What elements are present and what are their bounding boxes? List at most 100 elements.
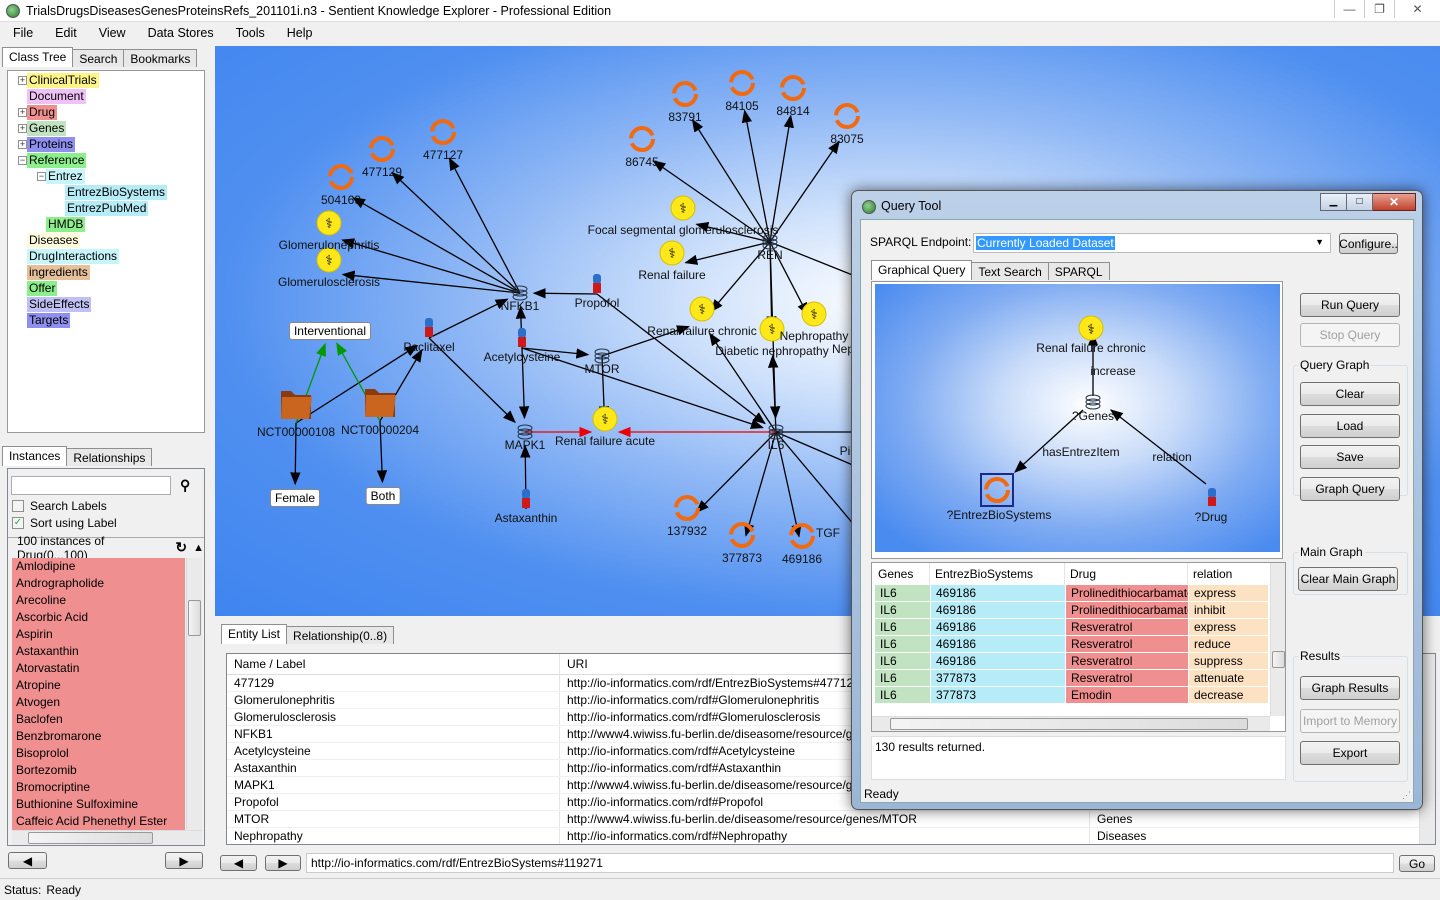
col-drug[interactable]: Drug [1064,563,1187,585]
dropdown-arrow-icon[interactable]: ▼ [1315,237,1324,247]
value-node[interactable]: Interventional [288,322,372,340]
tree-expander-icon[interactable]: + [18,123,27,133]
pathway-node-label[interactable]: 477129 [361,165,403,179]
disease-node-label[interactable]: Renal failure acute [554,434,656,448]
back-button[interactable]: ◀ [220,855,257,871]
resize-grip-icon[interactable]: ⋰ [1402,790,1411,800]
pathway-node-label[interactable]: 504169 [320,193,362,207]
instance-item[interactable]: Buthionine Sulfoximine [12,796,185,813]
partial-node-label[interactable]: Nep [831,342,855,356]
tree-item-ingredients[interactable]: ingredients [27,265,90,280]
qt-close-button[interactable]: ✕ [1373,193,1416,211]
tree-item-proteins[interactable]: Proteins [27,137,76,152]
col-entrez[interactable]: EntrezBioSystems [929,563,1064,585]
disease-node-icon[interactable]: ⚕ [316,210,342,236]
tab-search[interactable]: Search [72,49,125,67]
tab-class-tree[interactable]: Class Tree [2,47,74,67]
graph-edge[interactable] [290,422,301,486]
search-labels-checkbox[interactable] [12,500,24,512]
instance-item[interactable]: Atorvastatin [12,660,185,677]
pathway-node-icon[interactable] [834,103,860,129]
instance-item[interactable]: Bisoprolol [12,745,185,762]
value-node[interactable]: Female [269,489,321,507]
pathway-node-icon[interactable] [789,523,815,549]
drug-node-label[interactable]: Propofol [574,296,620,310]
disease-node-icon[interactable]: ⚕ [670,195,696,221]
disease-node-icon[interactable]: ⚕ [592,406,618,432]
graph-edge[interactable] [428,298,509,339]
graph-edge[interactable] [775,431,856,527]
graph-edge[interactable] [521,347,590,359]
graph-edge[interactable] [428,337,516,424]
menu-view[interactable]: View [98,26,126,40]
tree-item-sideeffects[interactable]: SideEffects [27,297,92,312]
tree-expander-icon[interactable]: − [18,155,27,165]
results-v-scrollbar[interactable] [1270,563,1285,716]
instances-scrollbar[interactable] [186,558,202,830]
restore-button[interactable]: ❐ [1364,0,1394,18]
tree-item-druginteractions[interactable]: DrugInteractions [27,249,120,264]
tree-item-reference[interactable]: Reference [27,153,87,168]
partial-node-label[interactable]: TGF [816,526,840,540]
search-icon[interactable]: ⚲ [180,477,191,493]
graph-edge[interactable] [769,241,809,316]
pathway-node-icon[interactable] [672,81,698,107]
graph-edge[interactable] [769,140,840,243]
graph-edge[interactable] [652,160,771,243]
tree-item-clinicaltrials[interactable]: ClinicalTrials [27,73,99,88]
gene-node-icon[interactable] [512,285,528,301]
tree-item-genes[interactable]: Genes [27,121,67,136]
pathway-node-icon[interactable] [328,164,354,190]
trial-node-label[interactable]: NCT00000204 [340,423,420,437]
query-node-genes[interactable]: ?Genes [1071,409,1115,423]
disease-node-label[interactable]: Nephropathy [779,329,849,343]
disease-node-icon[interactable]: ⚕ [689,296,715,322]
address-input[interactable] [306,853,1394,873]
save-button[interactable]: Save [1300,445,1400,469]
drug-capsule-icon[interactable] [593,274,601,293]
tree-item-hmdb[interactable]: HMDB [46,217,86,232]
tab-relationship[interactable]: Relationship(0..8) [286,626,395,644]
sort-label-checkbox[interactable]: ✓ [12,517,24,529]
disease-node-label[interactable]: Renal failure chronic [647,324,757,338]
tree-item-targets[interactable]: Targets [27,313,71,328]
drug-node-label[interactable]: Acetylcysteine [483,350,561,364]
query-node-entrez[interactable]: ?EntrezBioSystems [946,508,1052,522]
graph-edge[interactable] [769,114,794,243]
configure-button[interactable]: Configure.. [1339,233,1398,254]
drug-capsule-icon[interactable] [518,328,526,347]
gene-node-label[interactable]: MAPK1 [504,438,546,452]
load-button[interactable]: Load [1300,414,1400,438]
graph-edge[interactable] [295,344,419,424]
instances-h-scrollbar[interactable] [12,830,202,845]
minimize-button[interactable]: — [1334,0,1364,18]
menu-edit[interactable]: Edit [55,26,77,40]
graph-edge[interactable] [684,241,771,265]
stop-query-button[interactable]: Stop Query [1300,323,1400,347]
edge-relation[interactable] [1109,409,1207,485]
graph-edge[interactable] [695,431,777,513]
tree-item-document[interactable]: Document [27,89,86,104]
disease-node-label[interactable]: Diabetic nephropathy [715,344,829,358]
pathway-node-label[interactable]: 86745 [625,155,659,169]
trial-folder-icon[interactable] [365,389,396,417]
drug-capsule-icon[interactable] [522,489,530,508]
edge-label-has-entrez[interactable]: hasEntrezItem [1042,445,1120,459]
clear-main-graph-button[interactable]: Clear Main Graph [1298,567,1398,591]
partial-node-label[interactable]: Pi [839,444,851,458]
graph-edge[interactable] [709,332,777,433]
instance-item[interactable]: Astaxanthin [12,643,185,660]
gene-node-icon[interactable] [768,424,784,440]
col-name[interactable]: Name / Label [227,654,560,674]
tab-instances[interactable]: Instances [2,446,68,466]
pathway-node-icon[interactable] [729,70,755,96]
gene-node-icon[interactable] [517,424,533,440]
tree-item-diseases[interactable]: Diseases [27,233,81,248]
instance-item[interactable]: Caffeic Acid Phenethyl Ester [12,813,185,830]
